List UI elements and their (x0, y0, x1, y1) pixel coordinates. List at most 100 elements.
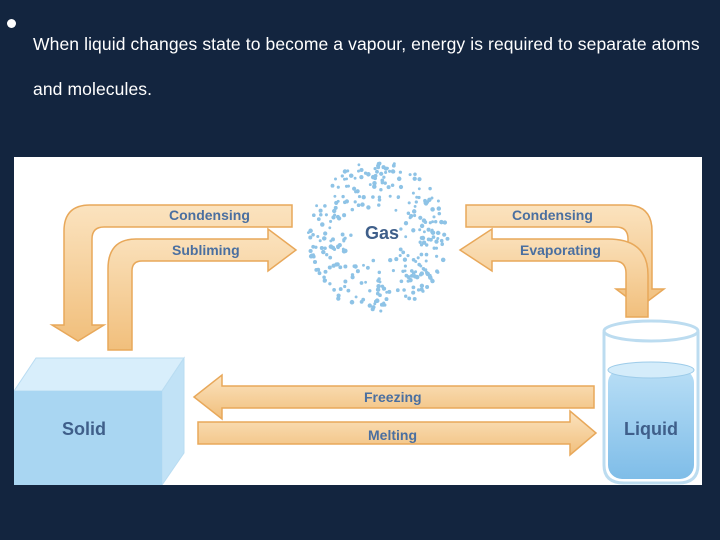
gas-particle (384, 170, 388, 174)
gas-particle (424, 243, 429, 247)
gas-particle (330, 183, 335, 188)
gas-particle (379, 171, 384, 176)
gas-particle (412, 296, 417, 301)
gas-particle (316, 234, 320, 239)
gas-particle (404, 294, 408, 298)
gas-particle (419, 264, 423, 268)
gas-particle (355, 189, 360, 194)
gas-particle (409, 213, 414, 219)
gas-particle (385, 166, 389, 170)
gas-particle (349, 299, 355, 305)
gas-particle (419, 271, 425, 276)
beaker (602, 319, 700, 485)
gas-particle (306, 231, 310, 235)
gas-particle (374, 298, 380, 303)
gas-particle (398, 170, 403, 174)
gas-particle (380, 284, 385, 289)
evaporating-label: Evaporating (520, 242, 601, 258)
gas-particle (442, 232, 447, 237)
gas-particle (436, 206, 441, 211)
gas-particle (412, 274, 418, 279)
gas-particle (352, 186, 357, 191)
gas-particle (344, 199, 349, 204)
gas-particle (404, 235, 408, 239)
gas-particle (406, 254, 410, 258)
gas-particle (419, 223, 425, 229)
gas-particle-cloud (306, 161, 450, 313)
gas-particle (423, 201, 429, 206)
gas-particle (419, 252, 424, 257)
gas-particle (439, 238, 444, 243)
gas-particle (437, 231, 441, 235)
gas-particle (344, 184, 349, 188)
gas-particle (368, 183, 372, 187)
melting-arrow (197, 409, 598, 457)
gas-particle (379, 302, 384, 307)
gas-particle (377, 270, 382, 275)
gas-particle (349, 233, 353, 237)
gas-particle (323, 204, 327, 208)
gas-particle (338, 265, 343, 270)
gas-particle (420, 235, 426, 241)
gas-particle (350, 275, 355, 280)
gas-particle (404, 273, 409, 278)
gas-particle (311, 233, 315, 237)
gas-particle (359, 281, 364, 285)
gas-particle (353, 176, 357, 180)
gas-particle (356, 203, 361, 208)
gas-particle (424, 252, 429, 257)
gas-particle (426, 227, 431, 232)
gas-particle (314, 267, 319, 272)
gas-particle (340, 232, 345, 237)
gas-particle (319, 245, 324, 251)
gas-particle (323, 231, 328, 236)
gas-particle (320, 222, 325, 227)
gas-particle (322, 236, 326, 240)
gas-particle (419, 283, 425, 288)
gas-particle (317, 271, 322, 276)
gas-particle (424, 259, 428, 263)
gas-particle (366, 172, 371, 177)
gas-particle (379, 309, 383, 313)
gas-particle (413, 172, 417, 177)
gas-particle (399, 227, 403, 231)
gas-particle (371, 195, 375, 199)
gas-particle (319, 213, 323, 217)
gas-particle (332, 208, 337, 214)
gas-particle (329, 239, 333, 243)
gas-particle (336, 244, 340, 249)
gas-particle (328, 244, 334, 249)
gas-particle (357, 163, 361, 167)
condensing-left-label: Condensing (169, 207, 250, 223)
gas-particle (423, 268, 427, 272)
gas-particle (343, 264, 348, 269)
freezing-arrow (192, 373, 595, 421)
gas-particle (370, 307, 375, 312)
gas-particle (342, 213, 347, 218)
gas-particle (348, 173, 354, 178)
gas-particle (390, 183, 395, 188)
gas-particle (391, 269, 395, 273)
gas-particle (411, 209, 417, 214)
gas-particle (432, 246, 436, 250)
gas-particle (434, 239, 439, 244)
gas-particle (437, 211, 442, 216)
gas-particle (388, 169, 392, 173)
gas-particle (336, 293, 341, 298)
gas-particle (385, 290, 389, 294)
subliming-arrow (107, 227, 298, 351)
gas-particle (361, 195, 366, 200)
liquid-label: Liquid (624, 419, 678, 439)
gas-particle (428, 221, 432, 225)
gas-particle (311, 213, 316, 218)
gas-particle (434, 246, 439, 250)
melting-label: Melting (368, 427, 417, 443)
gas-particle (442, 220, 446, 225)
gas-particle (329, 219, 333, 223)
gas-particle (414, 259, 418, 264)
gas-particle (382, 287, 387, 291)
gas-particle (415, 195, 419, 199)
gas-particle (407, 201, 411, 205)
gas-particle (399, 279, 404, 284)
gas-particle (427, 197, 432, 202)
